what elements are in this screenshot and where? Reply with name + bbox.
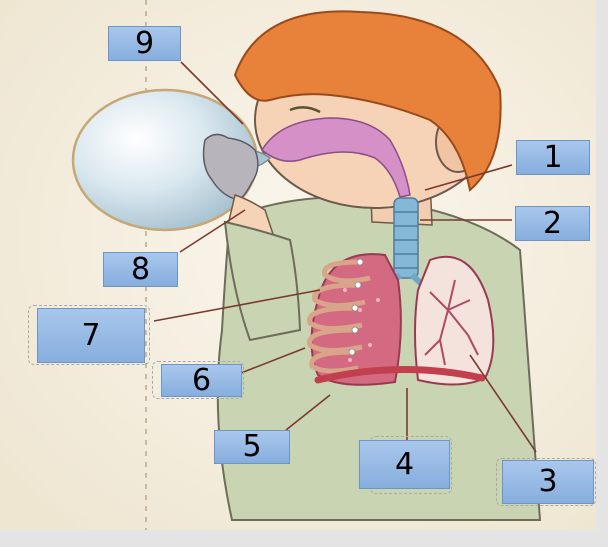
label-outline-6 xyxy=(152,361,244,399)
sleeve xyxy=(223,220,302,342)
leader-lines xyxy=(153,61,537,453)
label-9[interactable]: 9 xyxy=(108,26,181,61)
eye xyxy=(289,106,321,114)
hand xyxy=(202,133,259,201)
label-8[interactable]: 8 xyxy=(103,252,178,287)
trachea xyxy=(393,197,419,279)
diaphragm xyxy=(314,365,486,384)
rib-joints xyxy=(348,258,364,356)
label-outline-3 xyxy=(496,458,596,506)
label-5[interactable]: 5 xyxy=(214,430,290,464)
bronchial-tree xyxy=(424,279,479,366)
label-3[interactable]: 3 xyxy=(502,460,594,504)
label-2[interactable]: 2 xyxy=(515,206,590,241)
ribs xyxy=(307,259,371,374)
airway xyxy=(261,117,411,198)
hair xyxy=(233,10,502,192)
label-4[interactable]: 4 xyxy=(359,440,450,489)
label-1[interactable]: 1 xyxy=(516,140,590,175)
label-6[interactable]: 6 xyxy=(161,364,242,397)
label-outline-7 xyxy=(28,305,150,365)
label-7[interactable]: 7 xyxy=(37,308,145,363)
